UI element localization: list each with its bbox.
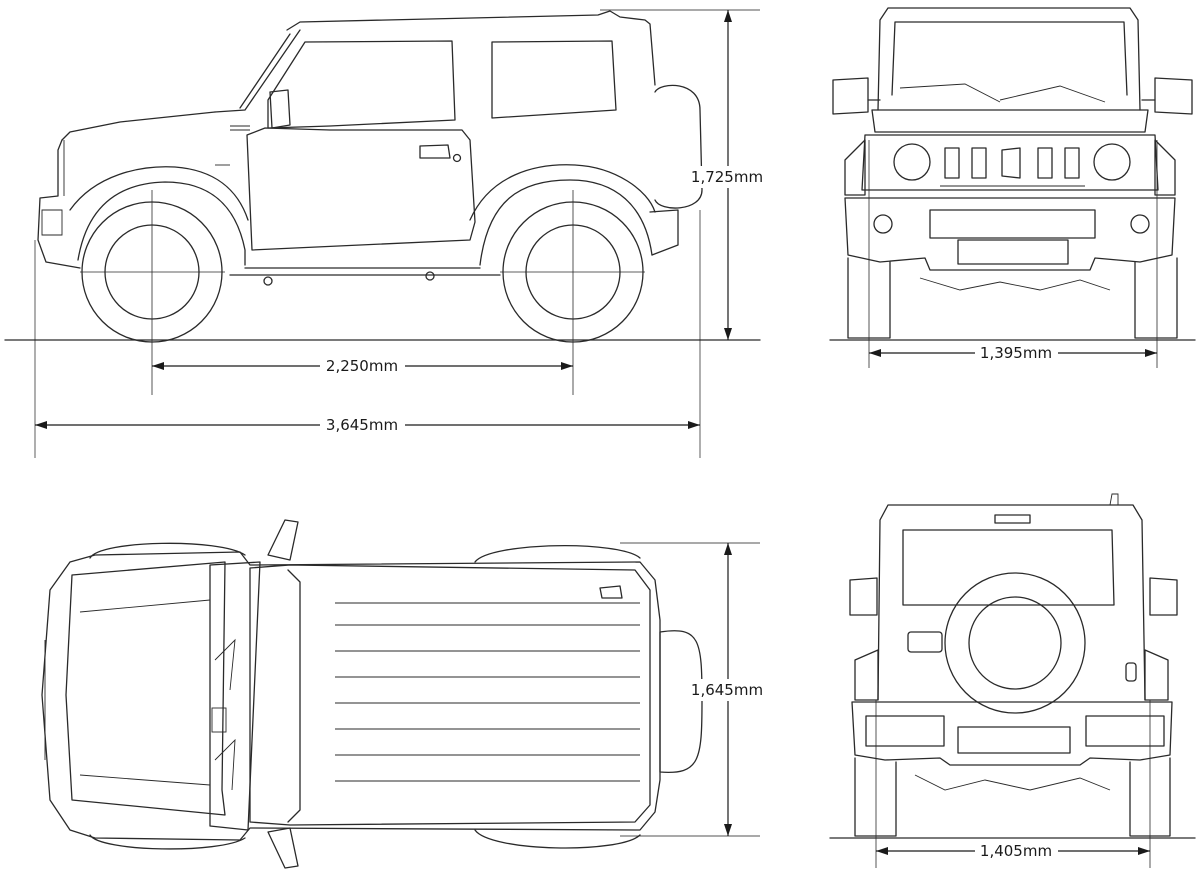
rear-dimensions: 1,405mm <box>876 842 1150 860</box>
front-windshield <box>891 21 1128 96</box>
front-left-mirror <box>832 77 869 115</box>
wheelbase-label: 2,250mm <box>326 357 398 375</box>
top-roof-ribs <box>335 602 640 782</box>
rear-track-label: 1,405mm <box>980 842 1052 860</box>
side-bonnet <box>61 111 216 141</box>
side-door-window <box>267 40 456 129</box>
front-right-tire <box>1134 257 1178 339</box>
side-roof <box>286 10 656 86</box>
rear-left-mirror <box>849 577 878 616</box>
rear-bumper <box>851 701 1173 766</box>
rear-left-tire <box>854 757 897 837</box>
front-right-headlamp <box>1093 143 1131 181</box>
top-dimensions: 1,645mm <box>620 542 768 837</box>
side-door-handle <box>419 144 451 159</box>
top-left-mirror <box>267 519 299 561</box>
rear-view <box>829 493 1196 868</box>
side-dimensions: 2,250mm 3,645mm 1,725mm <box>34 9 768 458</box>
rear-plate <box>957 726 1071 754</box>
rear-window <box>902 529 1115 606</box>
front-cab <box>877 7 1141 111</box>
top-view <box>41 519 703 869</box>
overall-height-label: 1,725mm <box>691 168 763 186</box>
top-roof <box>249 564 651 826</box>
side-view <box>4 10 761 395</box>
front-grille <box>861 134 1159 191</box>
overall-length-label: 3,645mm <box>326 416 398 434</box>
rear-cab <box>877 504 1146 701</box>
top-windshield <box>209 561 261 831</box>
side-spare-tire <box>654 84 703 209</box>
side-mirror <box>269 89 291 129</box>
top-bonnet <box>65 561 226 816</box>
overall-width-label: 1,645mm <box>691 681 763 699</box>
front-dimensions: 1,395mm <box>869 344 1157 362</box>
front-emblem <box>1001 147 1021 179</box>
top-right-mirror <box>267 827 299 869</box>
front-view <box>829 7 1196 368</box>
front-plate <box>957 239 1069 265</box>
side-door <box>246 127 476 251</box>
front-left-headlamp <box>893 143 931 181</box>
front-bumper <box>844 197 1176 271</box>
rear-right-mirror <box>1149 577 1178 616</box>
rear-spare-tire <box>944 572 1086 714</box>
front-track-label: 1,395mm <box>980 344 1052 362</box>
top-body-outline <box>41 551 661 841</box>
front-right-mirror <box>1154 77 1193 115</box>
side-rear-window <box>491 40 617 119</box>
top-spare-tire <box>659 630 703 774</box>
